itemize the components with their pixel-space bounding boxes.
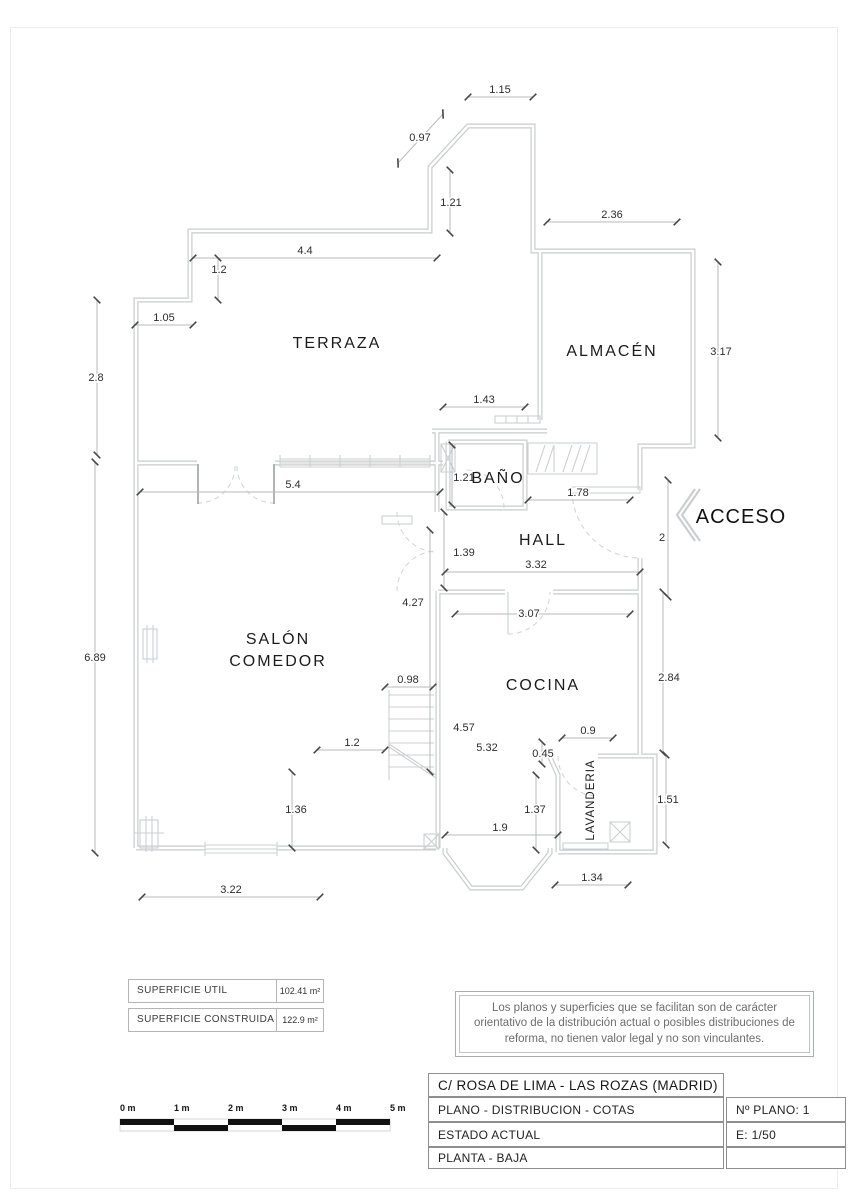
scale-bar-segments	[119, 1118, 391, 1132]
dimension-labels: 1.15 0.97 1.21 2.36 4.4 1.2 1.05 2.8 3.1…	[83, 83, 733, 898]
dim-label: 1.9	[492, 822, 507, 834]
room-label-lavanderia: LAVANDERIA	[585, 759, 597, 840]
scale-label: 3 m	[282, 1103, 298, 1113]
title-estado: ESTADO ACTUAL	[428, 1122, 724, 1147]
dim-label: 1.21	[440, 197, 461, 209]
walls	[136, 126, 693, 888]
title-escala: E: 1/50	[726, 1122, 846, 1147]
columns	[134, 625, 631, 852]
title-block: C/ ROSA DE LIMA - LAS ROZAS (MADRID) PLA…	[428, 1073, 846, 1169]
room-label-acceso: ACCESO	[696, 506, 786, 528]
disclaimer-box: Los planos y superficies que se facilita…	[455, 991, 814, 1057]
scale-label: 1 m	[174, 1103, 190, 1113]
room-label-hall: HALL	[519, 532, 567, 549]
dim-label: 4.57	[453, 722, 474, 734]
scale-label: 4 m	[336, 1103, 352, 1113]
scale-label: 2 m	[228, 1103, 244, 1113]
dimension-lines	[91, 93, 722, 901]
surface-construida-value: 122.9 m²	[276, 1008, 324, 1032]
floor-plan-drawing: 1.15 0.97 1.21 2.36 4.4 1.2 1.05 2.8 3.1…	[83, 83, 786, 901]
dim-label: 2.8	[88, 372, 103, 384]
dim-label: 4.4	[297, 245, 312, 257]
title-plano: PLANO - DISTRIBUCION - COTAS	[428, 1097, 724, 1122]
dim-label: 1.37	[524, 804, 545, 816]
dim-label: 1.51	[657, 794, 678, 806]
dim-label: 1.05	[153, 312, 174, 324]
scale-bar-labels: 0 m 1 m 2 m 3 m 4 m 5 m	[120, 1103, 406, 1113]
scale-bar: 0 m 1 m 2 m 3 m 4 m 5 m	[119, 1103, 406, 1132]
dim-label: 1.78	[567, 487, 588, 499]
dim-label: 1.2	[211, 264, 226, 276]
stairs	[388, 690, 437, 780]
dim-label: 5.32	[476, 742, 497, 754]
disclaimer-inner-border: Los planos y superficies que se facilita…	[459, 995, 810, 1053]
dim-label: 0.98	[397, 674, 418, 686]
room-label-almacen: ALMACÉN	[566, 341, 657, 360]
room-label-comedor: COMEDOR	[229, 653, 327, 670]
dim-label: 1.39	[453, 547, 474, 559]
dim-label: 5.4	[285, 479, 300, 491]
dim-label: 1.15	[489, 84, 510, 96]
scale-label: 0 m	[120, 1103, 136, 1113]
dim-label: 2.36	[601, 209, 622, 221]
room-label-terraza: TERRAZA	[293, 335, 382, 352]
dim-label: 4.27	[402, 597, 423, 609]
disclaimer-text: Los planos y superficies que se facilita…	[474, 1001, 795, 1045]
dim-label: 0.9	[580, 725, 595, 737]
dim-label: 3.32	[525, 559, 546, 571]
scale-label: 5 m	[390, 1103, 406, 1113]
dim-label: 0.97	[409, 132, 430, 144]
room-label-salon: SALÓN	[246, 629, 310, 648]
dim-label: 6.89	[84, 652, 105, 664]
dim-label: 1.2	[344, 737, 359, 749]
dim-label: 1.21	[453, 472, 474, 484]
dim-label: 1.36	[285, 804, 306, 816]
surface-util-value: 102.41 m²	[276, 979, 324, 1003]
surface-construida-label: SUPERFICIE CONSTRUIDA	[128, 1008, 278, 1032]
entry-steps-hatch	[527, 442, 598, 475]
dim-label: 2	[659, 532, 665, 544]
room-label-cocina: COCINA	[506, 677, 580, 694]
dim-label: 2.84	[658, 672, 679, 684]
door-arcs	[197, 464, 641, 797]
title-num-plano: Nº PLANO: 1	[726, 1097, 846, 1122]
dim-label: 1.43	[473, 394, 494, 406]
dim-label: 3.22	[220, 884, 241, 896]
dim-label: 3.07	[518, 608, 539, 620]
dim-label: 3.17	[710, 346, 731, 358]
surface-util-label: SUPERFICIE UTIL	[128, 979, 278, 1003]
title-planta: PLANTA - BAJA	[428, 1147, 724, 1169]
access-arrow-icon	[675, 488, 701, 542]
room-label-bano: BAÑO	[471, 467, 524, 487]
title-address: C/ ROSA DE LIMA - LAS ROZAS (MADRID)	[428, 1073, 724, 1097]
title-empty-cell	[726, 1147, 846, 1169]
room-labels: TERRAZA ALMACÉN BAÑO HALL ACCESO SALÓN C…	[229, 335, 786, 841]
dim-label: 0.45	[532, 748, 553, 760]
dim-label: 1.34	[581, 872, 602, 884]
